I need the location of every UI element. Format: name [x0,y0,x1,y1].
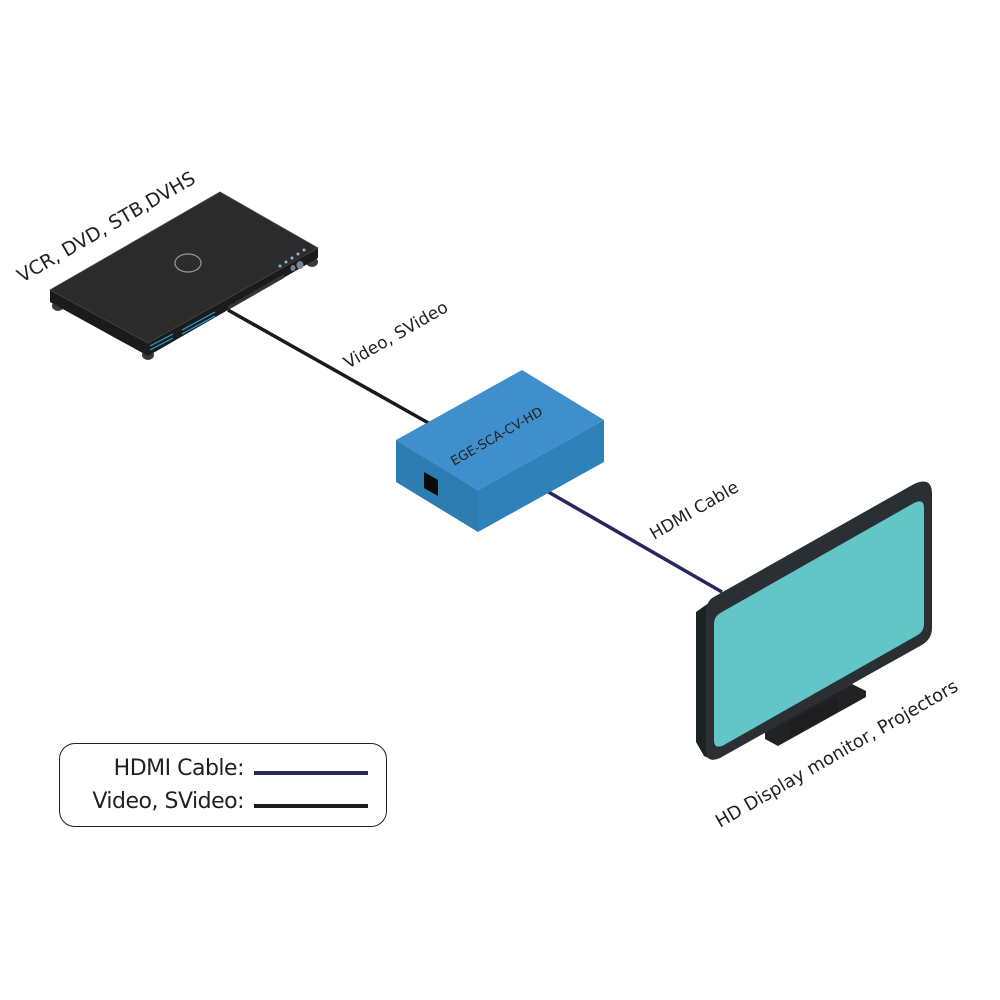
display-device [696,481,932,760]
player-button-icon [290,256,294,260]
legend-box: HDMI Cable: Video, SVideo: [59,743,387,827]
media-player-device [49,191,319,360]
disc-tray-slot [228,274,284,310]
player-top-face [49,191,319,344]
legend-swatch-video [254,803,368,808]
player-button-icon [284,260,288,264]
converter-device: EGE-SCA-CV-HD [396,370,604,532]
legend-item-video: Video, SVideo: [92,789,368,814]
legend-swatch-hdmi [254,770,368,775]
player-power-knob-icon [296,261,304,269]
legend-label: HDMI Cable: [113,756,245,781]
converter-top-face [396,370,604,490]
video-cable-label: Video, SVideo [341,298,452,374]
player-button-icon [278,264,282,268]
player-button-icon [302,248,306,252]
player-front-face [50,248,318,356]
player-led-strip [149,333,174,347]
converter-port-icon [424,472,438,496]
converter-right-face [478,420,604,532]
hdmi-cable [544,488,723,594]
legend-label: Video, SVideo: [92,789,244,814]
hdmi-cable-label: HDMI Cable [647,477,743,544]
video-cable [227,308,433,427]
player-button-icon [296,252,300,256]
display-screen [714,501,924,747]
player-led-strip [181,311,216,331]
player-led-strip [149,337,174,351]
player-led-strip [181,315,216,335]
display-stand-neck [790,696,838,738]
disc-logo-icon [174,253,202,273]
legend-item-hdmi: HDMI Cable: [114,756,368,781]
player-power-knob-icon [290,265,296,271]
